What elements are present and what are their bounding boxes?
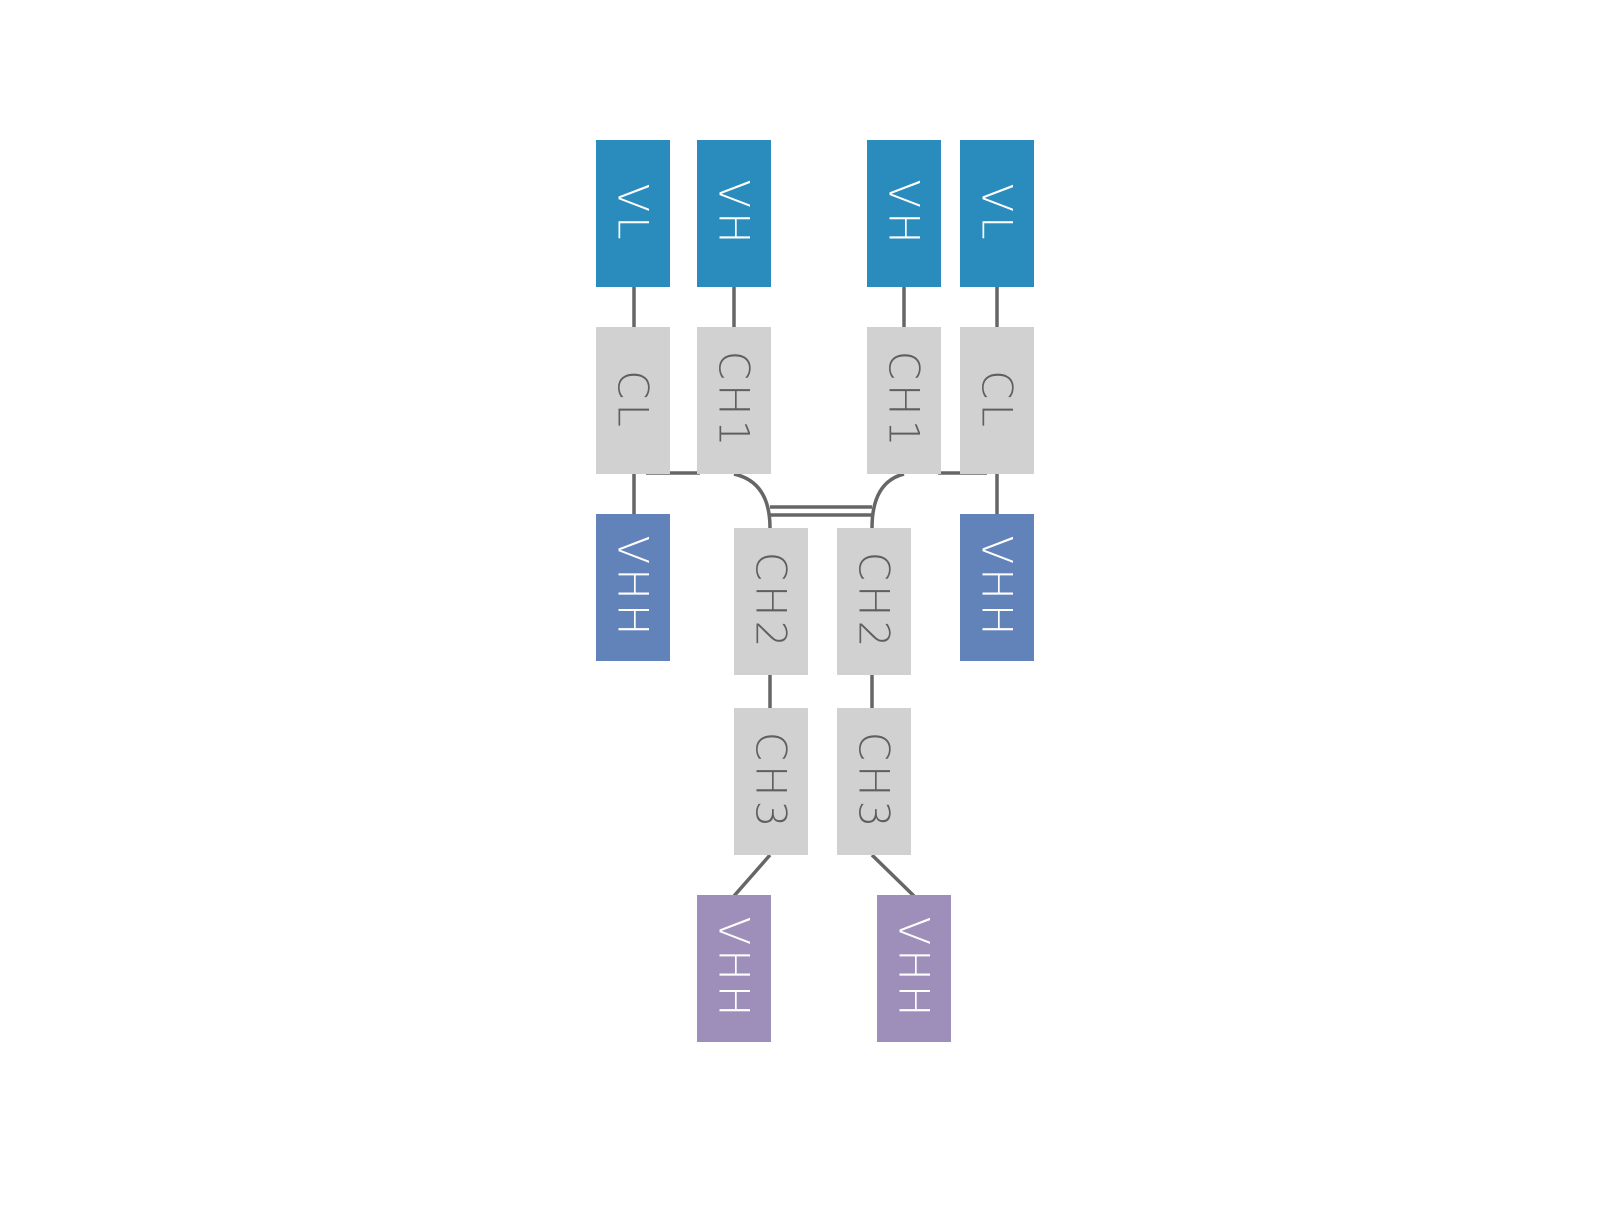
ch3-left-box bbox=[734, 708, 808, 855]
cl-left-domain: CL bbox=[596, 327, 670, 474]
ch1-left-domain: CH1 bbox=[697, 327, 771, 474]
cl-left-box bbox=[596, 327, 670, 474]
vl-left-label: VL bbox=[609, 183, 658, 243]
vh-left-box bbox=[697, 140, 771, 287]
vhh-arm-right-box bbox=[960, 514, 1034, 661]
hinge-right bbox=[870, 472, 905, 529]
vl-right-domain: VL bbox=[960, 140, 1034, 287]
cl-right-domain: CL bbox=[960, 327, 1034, 474]
vl-right-label: VL bbox=[973, 183, 1022, 243]
ch1-right-domain: CH1 bbox=[867, 327, 941, 474]
vhh-tail-left-domain: VHH bbox=[697, 895, 771, 1042]
link-ch3-vhh-right bbox=[870, 853, 916, 898]
domain-links bbox=[632, 286, 999, 898]
vhh-arm-left-label: VHH bbox=[609, 536, 658, 640]
vhh-arm-right-label: VHH bbox=[973, 536, 1022, 640]
ch2-right-box bbox=[837, 528, 911, 675]
vhh-arm-left-domain: VHH bbox=[596, 514, 670, 661]
ch2-right-label: CH2 bbox=[850, 552, 899, 652]
ch2-left-domain: CH2 bbox=[734, 528, 808, 675]
vl-left-domain: VL bbox=[596, 140, 670, 287]
vh-right-box bbox=[867, 140, 941, 287]
ch2-right-domain: CH2 bbox=[837, 528, 911, 675]
ch1-left-label: CH1 bbox=[710, 351, 759, 451]
vh-right-label: VH bbox=[880, 179, 929, 247]
cl-right-box bbox=[960, 327, 1034, 474]
hinge-left bbox=[733, 472, 772, 529]
ch3-right-box bbox=[837, 708, 911, 855]
ch1-left-box bbox=[697, 327, 771, 474]
vhh-tail-left-box bbox=[697, 895, 771, 1042]
vh-right-domain: VH bbox=[867, 140, 941, 287]
ch3-left-domain: CH3 bbox=[734, 708, 808, 855]
vl-right-box bbox=[960, 140, 1034, 287]
cl-right-label: CL bbox=[973, 370, 1022, 431]
ch3-left-label: CH3 bbox=[747, 732, 796, 832]
vhh-tail-right-box bbox=[877, 895, 951, 1042]
vh-left-domain: VH bbox=[697, 140, 771, 287]
ch1-right-label: CH1 bbox=[880, 351, 929, 451]
ch2-left-box bbox=[734, 528, 808, 675]
vl-left-box bbox=[596, 140, 670, 287]
ch3-right-label: CH3 bbox=[850, 732, 899, 832]
cl-left-label: CL bbox=[609, 370, 658, 431]
vhh-arm-right-domain: VHH bbox=[960, 514, 1034, 661]
ch1-right-box bbox=[867, 327, 941, 474]
vh-left-label: VH bbox=[710, 179, 759, 247]
vhh-arm-left-box bbox=[596, 514, 670, 661]
ch3-right-domain: CH3 bbox=[837, 708, 911, 855]
vhh-tail-right-label: VHH bbox=[890, 917, 939, 1021]
vhh-tail-left-label: VHH bbox=[710, 917, 759, 1021]
link-ch3-vhh-left bbox=[732, 853, 772, 898]
ch2-left-label: CH2 bbox=[747, 552, 796, 652]
vhh-tail-right-domain: VHH bbox=[877, 895, 951, 1042]
